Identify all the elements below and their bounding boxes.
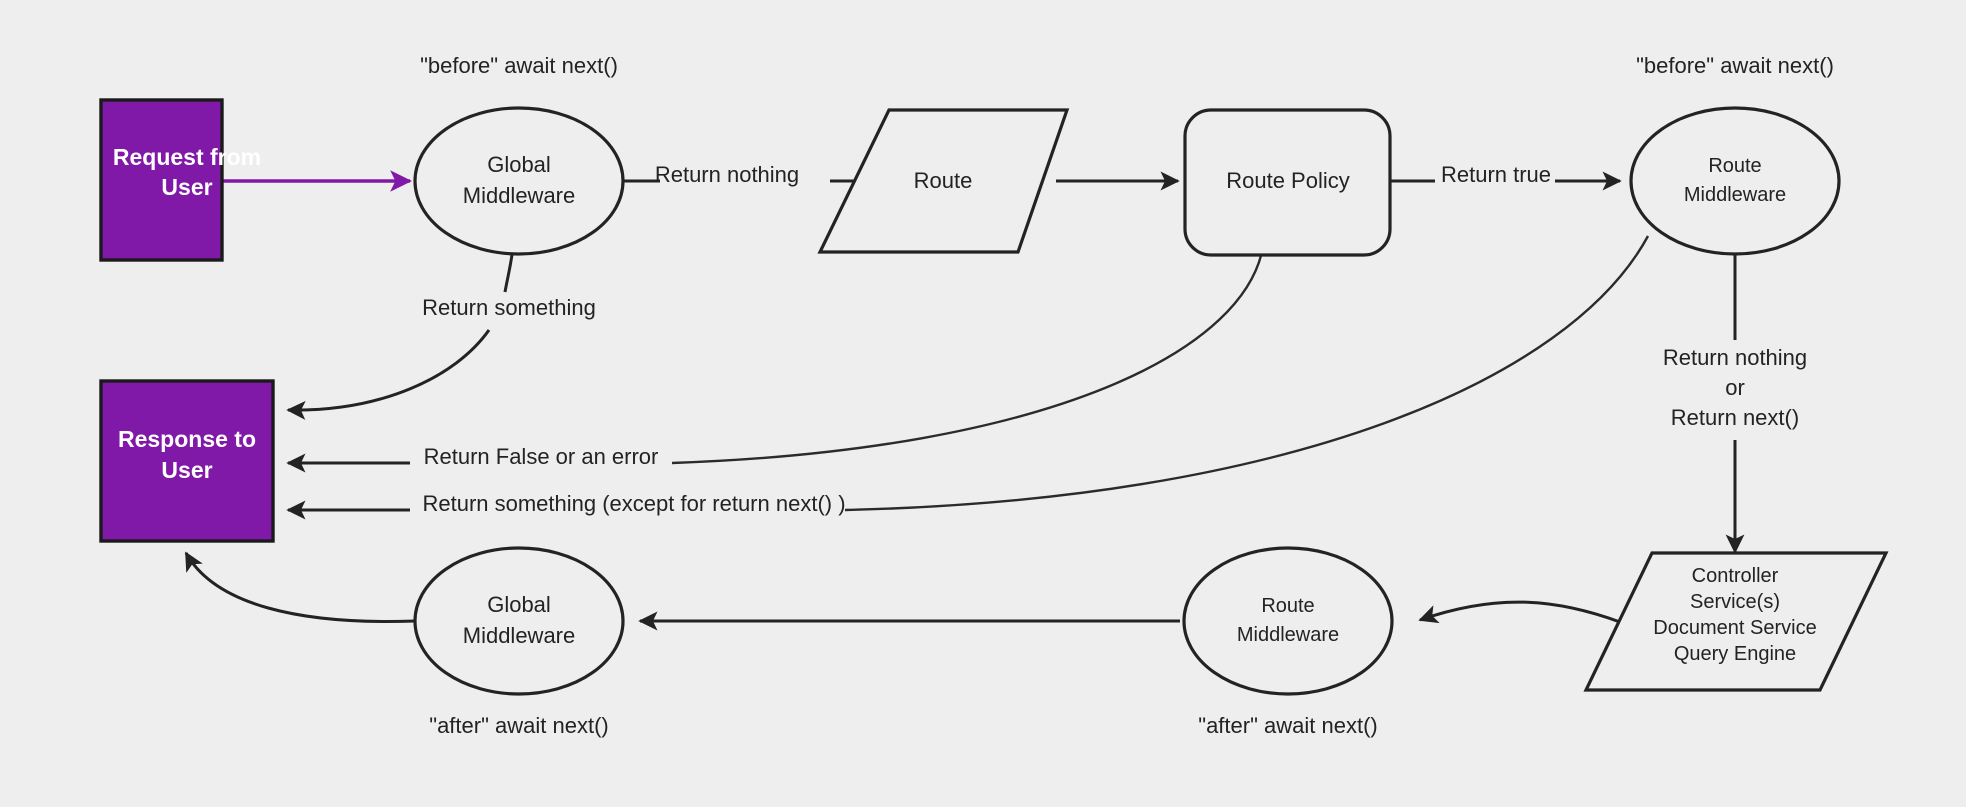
annotation-before-route-middleware: "before" await next() xyxy=(1636,53,1834,78)
route-middleware-top-label-line1: Route xyxy=(1708,155,1761,177)
edge-label-return-nothing: Return nothing xyxy=(655,162,799,187)
edge-label-return-something: Return something xyxy=(422,295,596,320)
global-middleware-bottom-node[interactable] xyxy=(413,546,625,696)
route-middleware-bottom-label-line2: Middleware xyxy=(1237,624,1339,646)
controller-label-line3: Document Service xyxy=(1653,617,1816,639)
route-middleware-top-node[interactable] xyxy=(1629,106,1841,256)
edge-global-return-something-to-response xyxy=(286,329,491,420)
global-middleware-bottom-label-line2: Middleware xyxy=(463,623,576,648)
request-from-user-label-line1: Request from xyxy=(113,144,261,170)
edge-label-return-true: Return true xyxy=(1441,162,1551,187)
edge-controller-to-route-mw-bottom xyxy=(1418,600,1621,624)
response-to-user-box[interactable] xyxy=(99,379,275,543)
edge-global-mw-bottom-to-response xyxy=(184,551,416,623)
response-to-user-label-line2: User xyxy=(161,457,212,483)
route-middleware-top-label-line2: Middleware xyxy=(1684,184,1786,206)
global-middleware-top-label-line1: Global xyxy=(487,152,551,177)
route-middleware-bottom-node[interactable] xyxy=(1182,546,1394,696)
global-middleware-bottom-label-line1: Global xyxy=(487,592,551,617)
global-middleware-top-node[interactable] xyxy=(413,106,625,256)
controller-label-line1: Controller xyxy=(1692,565,1779,587)
edge-label-route-mw-next-line3: Return next() xyxy=(1671,405,1799,430)
route-policy-node[interactable] xyxy=(1183,108,1392,257)
route-node[interactable] xyxy=(817,108,1070,254)
response-to-user-label-line1: Response to xyxy=(118,426,256,452)
route-middleware-bottom-label-line1: Route xyxy=(1261,595,1314,617)
edge-route-mw-return-something-to-response xyxy=(844,235,1650,512)
edge-policy-return-false-to-response xyxy=(671,239,1266,465)
route-policy-label: Route Policy xyxy=(1226,168,1350,193)
edge-label-return-something-except-next: Return something (except for return next… xyxy=(422,491,845,516)
global-middleware-top-label-line2: Middleware xyxy=(463,183,576,208)
annotation-after-route-middleware: "after" await next() xyxy=(1198,713,1377,738)
controller-label-line2: Service(s) xyxy=(1690,591,1780,613)
edge-label-route-mw-next-line1: Return nothing xyxy=(1663,345,1807,370)
controller-label-line4: Query Engine xyxy=(1674,643,1796,665)
route-label: Route xyxy=(914,168,973,193)
annotation-before-global-middleware: "before" await next() xyxy=(420,53,618,78)
request-from-user-label-line2: User xyxy=(161,174,212,200)
edge-label-return-false-or-error: Return False or an error xyxy=(424,444,659,469)
edge-label-route-mw-next-line2: or xyxy=(1725,375,1745,400)
request-from-user-box[interactable] xyxy=(99,98,224,262)
annotation-after-global-middleware: "after" await next() xyxy=(429,713,608,738)
controller-services-node[interactable] xyxy=(1583,551,1889,692)
